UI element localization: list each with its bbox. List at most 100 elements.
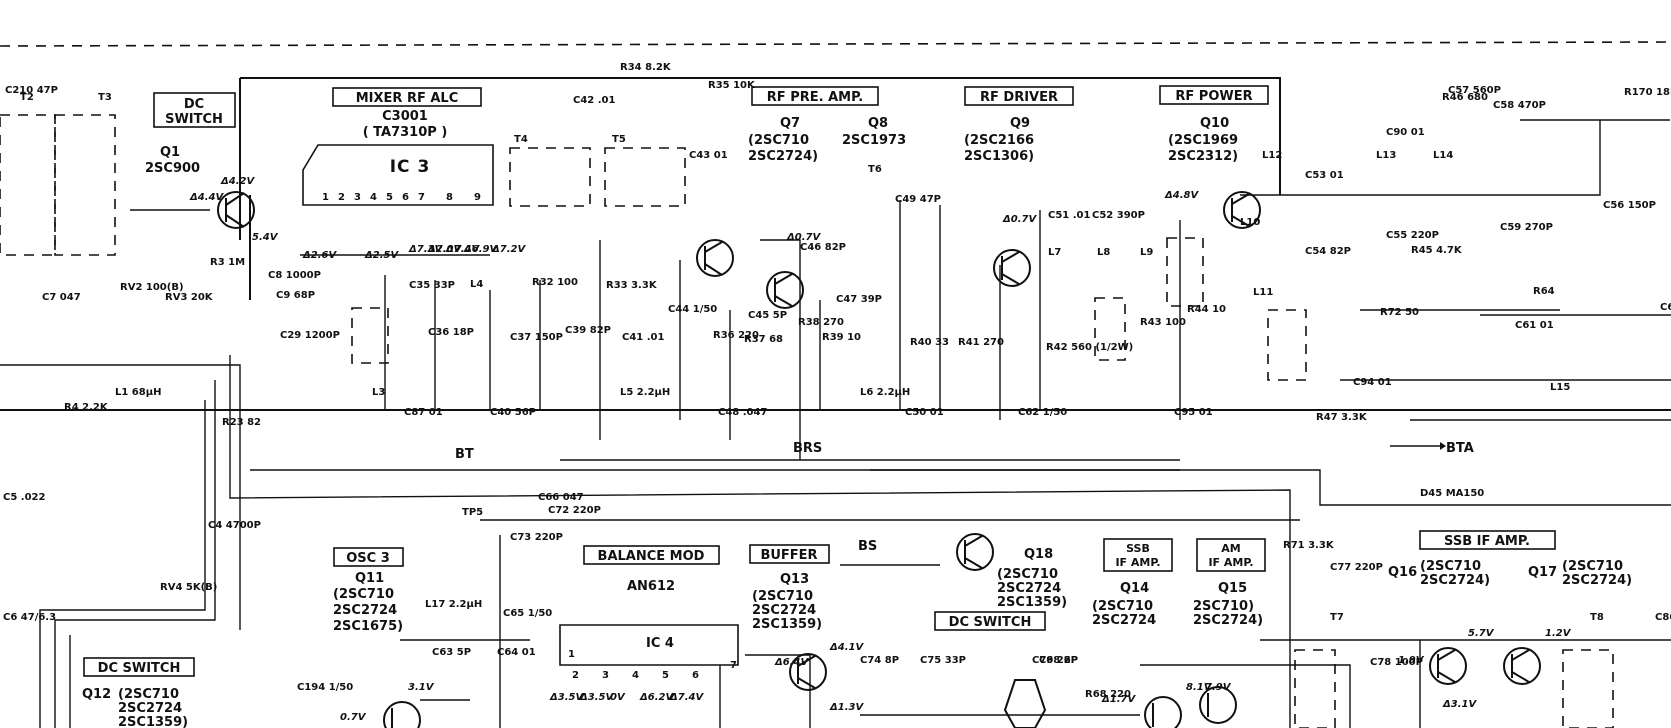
board-edge-dashed-line bbox=[0, 41, 1671, 47]
component-label: RV2 100(B) bbox=[120, 282, 184, 293]
component-label: R32 100 bbox=[532, 277, 578, 288]
component-label: C4 4700P bbox=[208, 520, 261, 531]
svg-text:(2SC710: (2SC710 bbox=[1562, 559, 1623, 574]
component-label: R71 3.3K bbox=[1283, 540, 1335, 551]
transistor-q7: Q7 (2SC710 2SC2724) bbox=[696, 116, 818, 277]
component-label: R170 18K bbox=[1624, 87, 1671, 98]
svg-text:SWITCH: SWITCH bbox=[165, 112, 223, 127]
svg-text:2SC1973: 2SC1973 bbox=[842, 133, 906, 148]
svg-text:(2SC710: (2SC710 bbox=[997, 567, 1058, 582]
component-label: L9 bbox=[1140, 247, 1153, 258]
component-label: C41 .01 bbox=[622, 332, 664, 343]
svg-text:Q15: Q15 bbox=[1218, 581, 1247, 596]
component-label: C64 01 bbox=[497, 647, 536, 658]
voltage-label: Δ3.5V bbox=[579, 692, 614, 703]
component-label: L7 bbox=[1048, 247, 1061, 258]
voltage-label: Δ7.3V bbox=[408, 244, 443, 255]
component-label: T7 bbox=[1330, 612, 1344, 623]
svg-text:Q1: Q1 bbox=[160, 145, 180, 160]
component-label: L17 2.2µH bbox=[425, 599, 482, 610]
component-label: X3 10.692MHz bbox=[0, 0, 81, 3]
component-label: C76 22P bbox=[1032, 655, 1078, 666]
component-label: R39 10 bbox=[822, 332, 861, 343]
svg-text:4: 4 bbox=[632, 670, 639, 681]
voltage-label: Δ7.4V bbox=[669, 692, 704, 703]
svg-text:IC 3: IC 3 bbox=[390, 157, 431, 177]
ic3-pin-labels: 1 2 3 4 5 6 7 8 9 bbox=[322, 192, 481, 203]
svg-text:Q11: Q11 bbox=[355, 571, 384, 586]
svg-text:BUFFER: BUFFER bbox=[760, 548, 817, 563]
component-label: L13 bbox=[1376, 150, 1396, 161]
svg-text:3: 3 bbox=[602, 670, 609, 681]
component-label: R64 bbox=[1533, 286, 1555, 297]
component-label: L3 bbox=[372, 387, 385, 398]
net-labels: BT BRS BS BTA TP5 D45 MA150 bbox=[455, 441, 1484, 554]
component-label: C73 220P bbox=[510, 532, 563, 543]
component-label: C62 1/50 bbox=[1018, 407, 1067, 418]
svg-text:Q8: Q8 bbox=[868, 116, 888, 131]
component-label: C43 01 bbox=[689, 150, 728, 161]
component-label: R36 220 bbox=[713, 330, 759, 341]
component-label: C7 047 bbox=[42, 292, 81, 303]
component-label: R3 1M bbox=[210, 257, 245, 268]
svg-text:7: 7 bbox=[730, 660, 737, 671]
section-dc-switch-left: DC SWITCH bbox=[83, 657, 195, 677]
component-label: R43 100 bbox=[1140, 317, 1186, 328]
voltage-label: Δ0.7V bbox=[786, 232, 821, 243]
svg-text:MIXER RF ALC: MIXER RF ALC bbox=[356, 91, 459, 106]
component-label: L15 bbox=[1550, 382, 1570, 393]
section-dc-switch-mid: DC SWITCH bbox=[934, 611, 1046, 631]
svg-text:Q16: Q16 bbox=[1388, 565, 1417, 580]
component-label: R44 10 bbox=[1187, 304, 1226, 315]
component-label: C47 39P bbox=[836, 294, 882, 305]
section-rf-pre-amp: RF PRE. AMP. bbox=[751, 86, 879, 106]
component-label: C36 18P bbox=[428, 327, 474, 338]
component-label: R47 3.3K bbox=[1316, 412, 1368, 423]
voltage-label: Δ1.7V bbox=[1101, 694, 1136, 705]
component-label: C35 33P bbox=[409, 280, 455, 291]
svg-text:7: 7 bbox=[418, 192, 425, 203]
net-brs: BRS bbox=[793, 441, 822, 456]
component-label: C51 .01 bbox=[1048, 210, 1090, 221]
svg-text:(2SC710: (2SC710 bbox=[333, 587, 394, 602]
transistor-q18: Q18 (2SC710 2SC2724 2SC1359) bbox=[956, 533, 1067, 610]
component-label: C217 .047 bbox=[0, 0, 56, 3]
transistor-q14: Q14 (2SC710 2SC2724 bbox=[1092, 581, 1182, 728]
component-label: L1 68µH bbox=[115, 387, 161, 398]
svg-text:6: 6 bbox=[402, 192, 409, 203]
svg-text:2SC2724: 2SC2724 bbox=[1092, 613, 1156, 628]
component-label: R40 33 bbox=[910, 337, 949, 348]
transistor-q15: Q15 2SC710) 2SC2724) bbox=[1193, 581, 1263, 724]
component-label: L5 2.2µH bbox=[620, 387, 670, 398]
voltage-label: Δ4.2V bbox=[220, 176, 255, 187]
component-label: C98 6P bbox=[1039, 655, 1078, 666]
voltage-label: Δ7.4V bbox=[445, 244, 480, 255]
voltage-label: Δ2.0V bbox=[427, 244, 462, 255]
voltage-label: Δ4.1V bbox=[829, 642, 864, 653]
component-label: RV3 20K bbox=[165, 292, 214, 303]
section-am-if-amp: AM IF AMP. bbox=[1196, 538, 1266, 572]
svg-text:2SC2724): 2SC2724) bbox=[748, 149, 818, 164]
component-label: T6 bbox=[868, 164, 882, 175]
component-label: T5 bbox=[612, 134, 626, 145]
component-label: L8 bbox=[1097, 247, 1110, 258]
component-label: C58 470P bbox=[1493, 100, 1546, 111]
component-label: L11 bbox=[1253, 287, 1273, 298]
svg-text:(2SC1969: (2SC1969 bbox=[1168, 133, 1238, 148]
svg-text:IF AMP.: IF AMP. bbox=[1208, 556, 1253, 569]
transistor-q12: Q12 (2SC710 2SC2724 2SC1359) bbox=[82, 687, 188, 728]
component-label: C78 100P bbox=[1370, 657, 1423, 668]
component-label: L4 bbox=[470, 279, 483, 290]
voltage-label: Δ2.5V bbox=[364, 250, 399, 261]
component-label: C216 .047 bbox=[0, 0, 56, 3]
svg-text:2SC2724): 2SC2724) bbox=[1562, 573, 1632, 588]
svg-text:6: 6 bbox=[692, 670, 699, 681]
svg-text:1: 1 bbox=[568, 649, 575, 660]
component-label: C194 1/50 bbox=[297, 682, 353, 693]
component-label: C52 390P bbox=[1092, 210, 1145, 221]
voltage-label: 0V bbox=[610, 692, 626, 703]
svg-text:SSB IF AMP.: SSB IF AMP. bbox=[1444, 534, 1530, 549]
svg-text:( TA7310P ): ( TA7310P ) bbox=[363, 125, 448, 140]
